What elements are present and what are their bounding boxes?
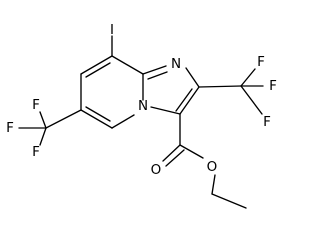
atom-label-ester-oxygen: O — [207, 159, 218, 175]
atom-label-f-right-bottom: F — [263, 114, 271, 130]
bond-ester-oxygen-ch2 — [211, 174, 216, 195]
bond-cf3-right-f-bottom — [240, 85, 263, 115]
atom-label-n-imidazole: N — [171, 56, 181, 72]
bond-cf3-right-f-top — [240, 68, 256, 87]
atom-label-f-right-top: F — [257, 54, 265, 70]
atom-label-f-left-top: F — [32, 97, 40, 113]
bond-carbonyl-double-a — [162, 144, 181, 162]
bond-n1-c2 — [185, 67, 200, 88]
atom-label-f-left-bottom: F — [32, 144, 40, 160]
bond-carbonyl-double-b — [165, 149, 185, 167]
bond-c2-c3 — [179, 86, 200, 115]
bond-c3-n4 — [150, 106, 181, 115]
bond-c5-n4 — [111, 114, 135, 129]
bond-c2-c3-inner — [175, 88, 193, 112]
bond-c2-cf3-carbon — [198, 85, 242, 88]
bond-c8a-n1-inner — [147, 71, 168, 80]
atom-label-n-bridgehead: N — [138, 98, 148, 114]
bond-cf3-left-f-bottom — [39, 127, 47, 146]
bond-c8-c8a — [111, 55, 144, 75]
atom-label-iodine: I — [110, 22, 114, 38]
bond-c6-c5-inner — [85, 106, 111, 122]
atom-label-f-left-left: F — [6, 120, 14, 136]
atom-label-f-right-right: F — [269, 78, 277, 94]
bond-c6-cf3-carbon — [45, 109, 82, 129]
bond-layer — [18, 35, 264, 209]
bond-carbonyl-ester-oxygen — [179, 144, 204, 159]
bond-ch2-ch3 — [211, 193, 247, 209]
bond-cf3-left-f-top — [39, 111, 47, 129]
atom-label-layer: I N N O O F F F F F F — [6, 22, 277, 178]
bond-c8-c7 — [80, 55, 113, 75]
bond-c6-c5 — [80, 109, 113, 129]
bond-c8a-n1 — [142, 65, 167, 75]
atom-label-carbonyl-oxygen: O — [151, 162, 162, 178]
bond-c8-c7-inner — [85, 62, 111, 78]
chemical-structure-drawing: I N N O O F F F F F F — [6, 22, 277, 209]
